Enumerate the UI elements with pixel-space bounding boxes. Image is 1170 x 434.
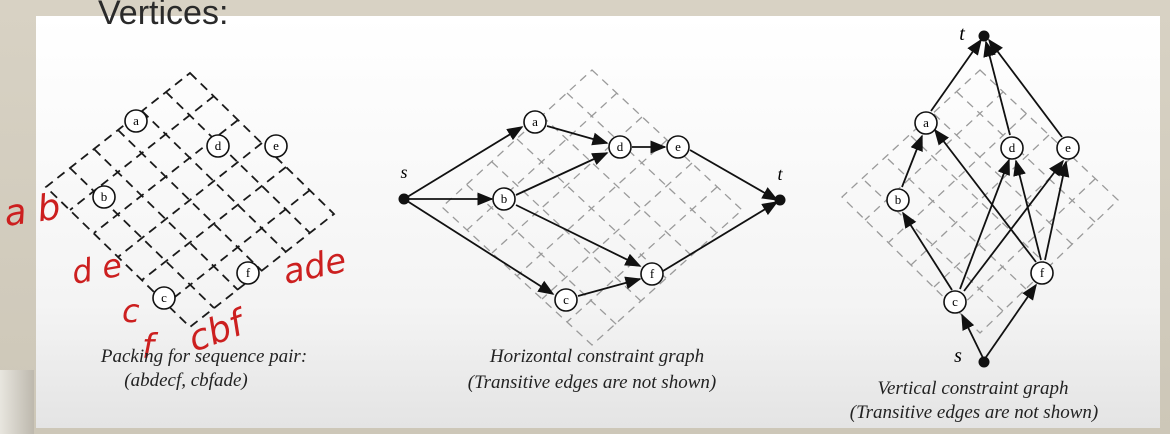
- h-node-t-dot: [774, 194, 786, 206]
- v-node-d: d: [1000, 136, 1024, 160]
- hw-left-seq: a b: [2, 186, 64, 234]
- h-edge-e-t: [689, 149, 779, 201]
- horizontal-edges: [403, 125, 779, 297]
- v-node-b: b: [886, 188, 910, 212]
- hw-bottom-c: c: [122, 292, 140, 330]
- vertical-edges: [901, 38, 1070, 361]
- packing-node-a: a: [124, 109, 148, 133]
- packing-node-f-label: f: [246, 265, 251, 280]
- v-node-f: f: [1030, 261, 1054, 285]
- caption-vertical-line2: (Transitive edges are not shown): [849, 402, 1099, 423]
- packing-node-c: c: [152, 286, 176, 310]
- v-edge-e-t: [988, 38, 1063, 138]
- v-node-c-label: c: [952, 294, 958, 309]
- h-node-c-label: c: [563, 292, 569, 307]
- v-edge-c-b: [902, 211, 953, 291]
- h-node-e-label: e: [675, 139, 681, 154]
- v-node-e-label: e: [1065, 140, 1071, 155]
- h-edge-s-c: [403, 198, 555, 295]
- packing-node-b: b: [92, 185, 116, 209]
- packing-node-e: e: [264, 134, 288, 158]
- h-node-c: c: [554, 288, 578, 312]
- v-node-a: a: [914, 111, 938, 135]
- v-node-t-label: t: [959, 23, 965, 45]
- packing-nodes: a b d e f c: [92, 109, 288, 310]
- h-edge-b-d: [515, 152, 609, 196]
- h-edge-c-f: [577, 276, 642, 297]
- h-node-a: a: [523, 110, 547, 134]
- slide: Vertices:: [36, 0, 1160, 428]
- vertical-nodes: t s a b d e f c: [886, 23, 1080, 368]
- handwritten-annotations: a b d e c f cbf ade: [2, 186, 350, 367]
- h-node-d-label: d: [617, 139, 624, 154]
- v-node-a-label: a: [923, 115, 929, 130]
- caption-packing-line2: (abdecf, cbfade): [124, 370, 248, 391]
- h-node-t-label: t: [777, 164, 783, 184]
- h-edge-f-t: [662, 201, 779, 272]
- slide-heading: Vertices:: [98, 0, 229, 32]
- v-edge-c-d: [959, 158, 1010, 290]
- packing-node-a-label: a: [133, 113, 139, 128]
- caption-horizontal-line1: Horizontal constraint graph: [489, 346, 705, 367]
- h-node-e: e: [666, 135, 690, 159]
- horizontal-faint-grid: [441, 69, 743, 346]
- h-node-a-label: a: [532, 114, 538, 129]
- v-node-s-dot: [978, 356, 990, 368]
- v-edge-f-e: [1044, 160, 1070, 261]
- h-node-f-label: f: [650, 266, 655, 281]
- h-node-d: d: [608, 135, 632, 159]
- h-edge-s-a: [403, 126, 524, 200]
- caption-horizontal-line2: (Transitive edges are not shown): [467, 372, 717, 393]
- v-edge-s-c: [961, 313, 985, 361]
- packing-node-f: f: [236, 261, 260, 285]
- caption-packing-line1: Packing for sequence pair:: [100, 346, 308, 367]
- packing-node-d: d: [206, 134, 230, 158]
- hw-left-lower: d e: [69, 246, 125, 292]
- h-node-s-dot: [398, 193, 410, 205]
- v-edge-s-f: [983, 283, 1037, 361]
- h-node-b: b: [492, 187, 516, 211]
- h-node-b-label: b: [501, 191, 508, 206]
- h-edge-a-d: [546, 125, 609, 146]
- v-node-b-label: b: [895, 192, 902, 207]
- caption-vertical-line1: Vertical constraint graph: [877, 378, 1069, 399]
- h-node-f: f: [640, 262, 664, 286]
- packing-node-e-label: e: [273, 138, 279, 153]
- v-node-s-label: s: [954, 345, 962, 367]
- v-edge-b-a: [901, 134, 923, 188]
- h-edge-b-f: [515, 204, 642, 267]
- v-edge-a-t: [930, 38, 982, 112]
- v-edge-f-a: [934, 128, 1037, 263]
- v-edge-c-e: [963, 159, 1064, 292]
- packing-node-b-label: b: [101, 189, 108, 204]
- packing-node-c-label: c: [161, 290, 167, 305]
- v-node-e: e: [1056, 136, 1080, 160]
- stand: [0, 370, 34, 434]
- v-edge-d-t: [983, 40, 1011, 136]
- horizontal-nodes: s t a b d e f c: [398, 110, 786, 312]
- v-node-t-dot: [978, 30, 990, 42]
- v-edge-f-d: [1013, 159, 1042, 261]
- h-node-s-label: s: [400, 162, 407, 182]
- vertical-faint-grid: [841, 69, 1119, 334]
- v-node-c: c: [943, 290, 967, 314]
- packing-node-d-label: d: [215, 138, 222, 153]
- v-node-f-label: f: [1040, 265, 1045, 280]
- v-node-d-label: d: [1009, 140, 1016, 155]
